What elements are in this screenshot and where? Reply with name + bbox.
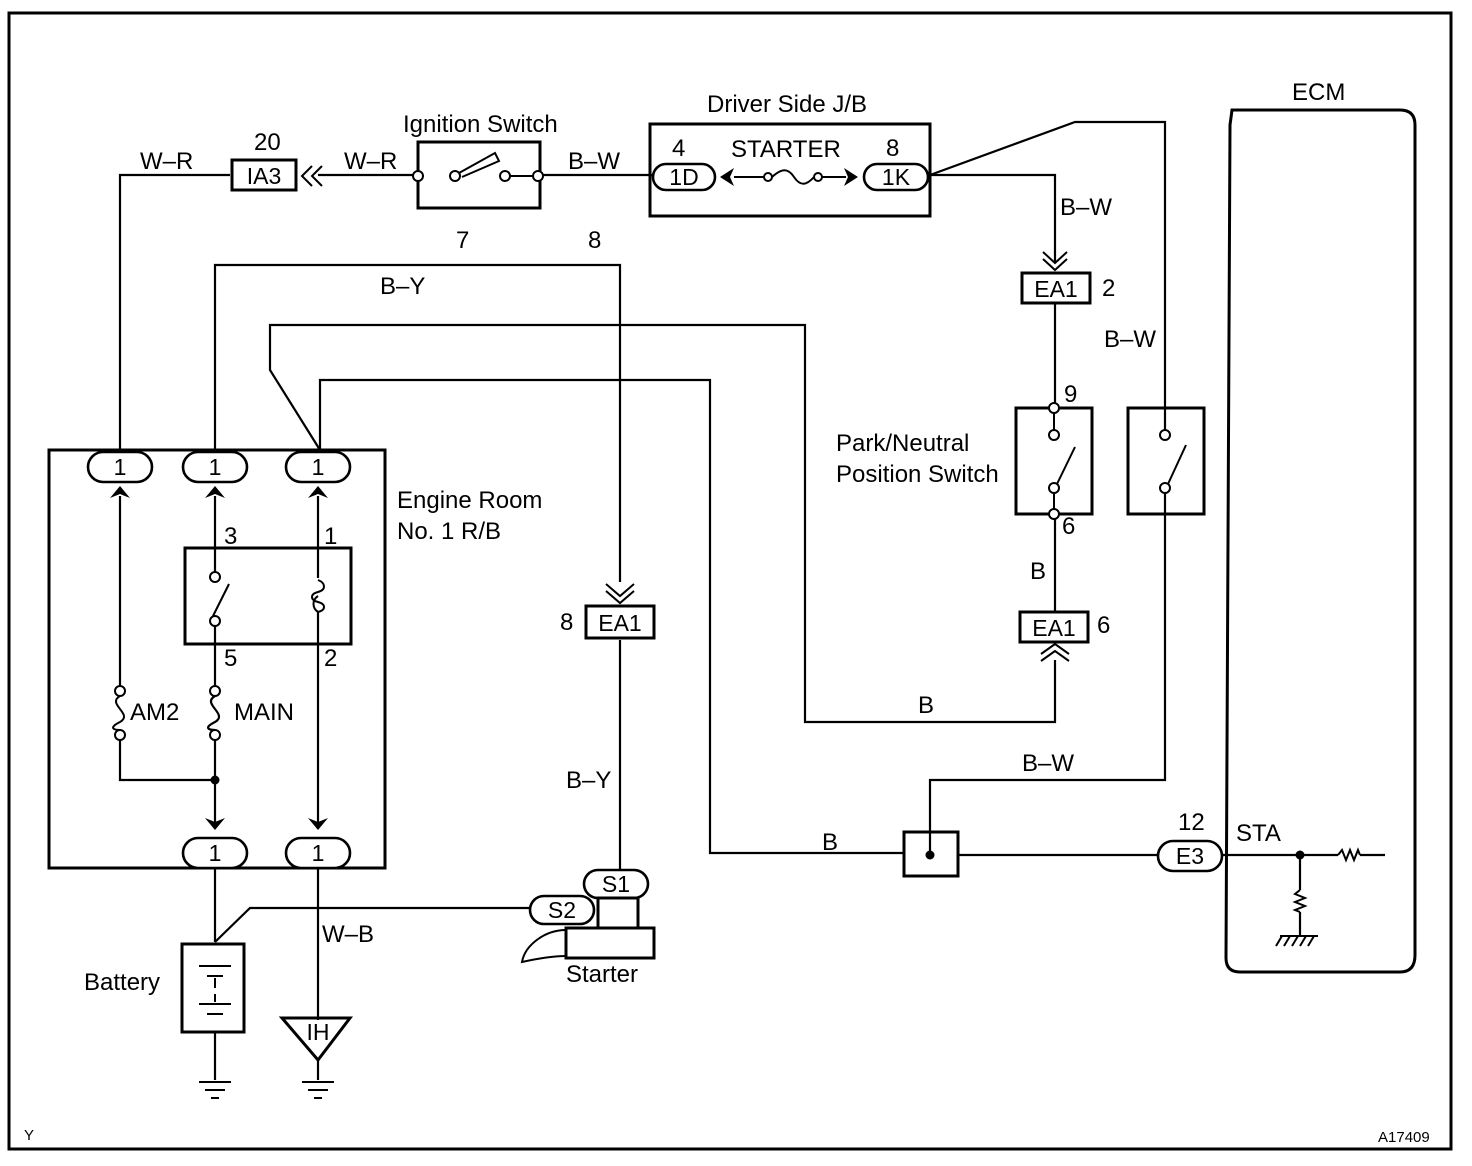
ig-pin-8: 8 [588, 227, 601, 254]
ea1-left-pin: 8 [560, 609, 573, 636]
wire-b-bottom: B [822, 829, 838, 856]
rb-bottom-pin-a: 1 [209, 840, 222, 866]
e3-label: E3 [1176, 843, 1204, 869]
ea1-left-label: EA1 [598, 610, 641, 636]
pn-pin-9: 9 [1064, 381, 1077, 408]
starter-label: Starter [566, 961, 638, 988]
rb-top-pin-c: 1 [312, 454, 325, 480]
jb-1d-pin: 4 [672, 135, 685, 162]
park-neutral-switch: 9 6 Park/Neutral Position Switch [836, 381, 1094, 540]
pn-label-line1: Park/Neutral [836, 430, 969, 457]
relay-pin-5: 5 [224, 645, 237, 672]
wire-by-bottom: B–Y [566, 767, 611, 794]
fuse-main-label: MAIN [234, 699, 294, 726]
ignition-switch-label: Ignition Switch [403, 111, 558, 138]
wire-bw-down: B–W [1060, 194, 1112, 221]
rb-label-line2: No. 1 R/B [397, 518, 501, 545]
ecm-label: ECM [1292, 79, 1345, 106]
s1-label: S1 [602, 871, 630, 897]
battery-label: Battery [84, 969, 160, 996]
ecm: ECM E3 12 STA [1156, 79, 1417, 974]
wire-color-labels: W–R W–R B–W B–W B–W B–Y B B B–W B–Y B W–… [140, 148, 1156, 948]
rb-bottom-pin-b: 1 [312, 840, 325, 866]
ea1-top-label: EA1 [1034, 276, 1077, 302]
junction-point [902, 830, 960, 878]
engine-room-rb: Engine Room No. 1 R/B 1 1 1 3 1 5 2 [47, 448, 542, 870]
relay-pin-3: 3 [224, 523, 237, 550]
pn-label-line2: Position Switch [836, 461, 999, 488]
ea1-top-connector: EA1 2 [1020, 251, 1115, 305]
wire-bw-right: B–W [1104, 326, 1156, 353]
jb-1k-pin: 8 [886, 135, 899, 162]
starter-fuse-label: STARTER [731, 136, 841, 163]
battery: Battery [84, 942, 246, 1034]
page-code: Y [24, 1127, 34, 1144]
ea1-mid-connector: EA1 6 [1018, 610, 1110, 662]
wire-by-top: B–Y [380, 273, 425, 300]
e3-pin: 12 [1178, 809, 1205, 836]
jb-1d-label: 1D [669, 164, 698, 190]
wire-bw-bottom: B–W [1022, 750, 1074, 777]
figure-id: A17409 [1378, 1129, 1430, 1146]
wire-wr-right: W–R [344, 148, 397, 175]
ea1-left-connector: EA1 8 [560, 583, 656, 640]
wire-wr-left: W–R [140, 148, 193, 175]
wiring [118, 120, 1385, 1080]
wire-b-pn: B [1030, 558, 1046, 585]
ignition-switch: Ignition Switch [403, 111, 558, 210]
pn-pin-6: 6 [1062, 513, 1075, 540]
rb-top-pin-b: 1 [209, 454, 222, 480]
jb-1k-label: 1K [882, 164, 911, 190]
ecm-starter-relay-switch [1126, 406, 1206, 516]
relay-pin-1: 1 [324, 523, 337, 550]
ea1-mid-label: EA1 [1032, 615, 1075, 641]
wire-wb-ground: W–B [322, 921, 374, 948]
wire-bw-ig-jb: B–W [568, 148, 620, 175]
driver-side-jb: Driver Side J/B STARTER 1D 4 1K 8 [648, 91, 932, 218]
ea1-top-pin: 2 [1102, 275, 1115, 302]
starter: S1 S2 Starter [520, 868, 656, 988]
diagram-border [7, 11, 1453, 1151]
ia3-pin: 20 [254, 129, 281, 156]
relay-pin-2: 2 [324, 645, 337, 672]
ia3-connector: IA3 20 [230, 129, 323, 192]
rb-top-pin-a: 1 [114, 454, 127, 480]
ia3-label: IA3 [247, 163, 282, 189]
sta-label: STA [1236, 820, 1281, 847]
fuse-am2-label: AM2 [130, 699, 179, 726]
wire-b-loop: B [918, 692, 934, 719]
ground-symbols: IH [199, 1016, 354, 1099]
ea1-mid-pin: 6 [1097, 612, 1110, 639]
jb-label: Driver Side J/B [707, 91, 867, 118]
s2-label: S2 [548, 897, 576, 923]
ground-ih-label: IH [307, 1019, 330, 1045]
ig-pin-7: 7 [456, 227, 469, 254]
rb-label-line1: Engine Room [397, 487, 542, 514]
